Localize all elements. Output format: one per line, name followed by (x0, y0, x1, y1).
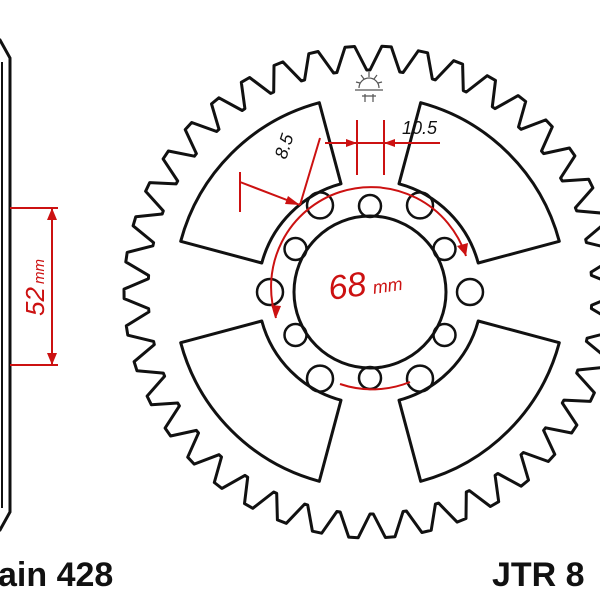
bolt-hole (357, 365, 383, 391)
side-height-value: 52 (20, 287, 50, 316)
bolt-hole (432, 236, 457, 262)
side-height-arrow-bottom (47, 353, 57, 365)
bolt-hole (283, 322, 308, 348)
side-height-arrow-top (47, 208, 57, 220)
spacing-arrow-right (384, 139, 395, 147)
lightening-window (397, 101, 561, 265)
bore-dimension-arc (270, 186, 467, 319)
bolt-hole (305, 191, 335, 220)
rising-sun-logo-icon (355, 72, 383, 102)
lightening-window (179, 319, 343, 483)
sprocket-front-view (122, 44, 600, 540)
bolt-hole (432, 322, 457, 348)
bolt-hole (455, 277, 485, 307)
spacing-arrow-left (346, 139, 357, 147)
lightening-window (397, 319, 561, 483)
lightening-windows (179, 101, 561, 483)
hole-arrow (285, 196, 300, 205)
center-bore-unit: mm (371, 274, 403, 298)
chain-size-caption: ain 428 (0, 556, 113, 594)
bore-arrow-left (271, 305, 281, 318)
dimension-annotations (239, 120, 468, 391)
bolt-holes (255, 191, 485, 393)
bore-arrow-right (457, 243, 468, 256)
bore-dimension-arc-bottom (339, 381, 411, 391)
side-height-unit: mm (31, 259, 48, 284)
bolt-hole (357, 193, 383, 219)
sprocket-tooth-outline (122, 44, 600, 540)
hole-spacing-value: 10.5 (402, 118, 438, 138)
hole-extension-line (299, 137, 321, 206)
lightening-window (179, 101, 343, 265)
bolt-hole (405, 364, 435, 393)
bolt-hole (283, 236, 308, 262)
center-bore-value: 68 (326, 265, 369, 308)
bolt-hole (405, 191, 435, 220)
part-number-caption: JTR 8 (492, 556, 585, 594)
center-bore (292, 214, 448, 370)
side-profile-view: 52 mm (0, 38, 58, 532)
bolt-hole (305, 364, 335, 393)
hole-diameter-value: 8.5 (271, 130, 298, 161)
side-profile-outline (0, 38, 12, 532)
bolt-hole (255, 277, 285, 307)
